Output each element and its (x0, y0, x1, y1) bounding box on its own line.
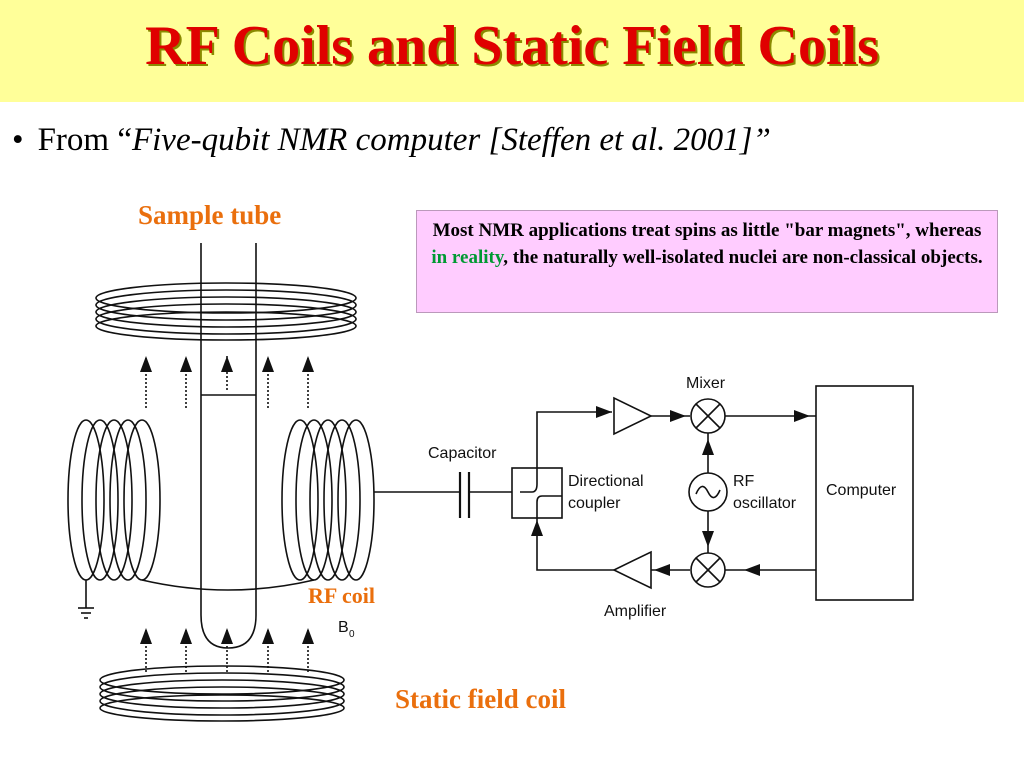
bullet-citation: • From “Five-qubit NMR computer [Steffen … (12, 122, 771, 159)
mixer-top (690, 398, 726, 434)
coupler-label: coupler (568, 495, 621, 512)
bottom-static-coil (99, 665, 345, 722)
wire-coupler-up (536, 411, 612, 468)
b0-subscript: 0 (349, 629, 355, 640)
rf-label: RF (733, 473, 755, 490)
static-field-coil-label: Static field coil (395, 684, 566, 714)
rf-oscillator (688, 472, 728, 512)
mixer-bottom (690, 552, 726, 588)
top-static-coil (95, 282, 357, 341)
computer-box (815, 385, 914, 601)
wire-amplifier-coupler (536, 518, 614, 571)
title-band (0, 0, 1024, 102)
bullet-prefix: From “ (37, 122, 132, 158)
bullet-suffix: ” (752, 122, 771, 158)
note-highlight: in reality (431, 246, 504, 268)
bullet-dot: • (12, 122, 24, 158)
oscillator-label: oscillator (733, 495, 797, 512)
ground-symbol (78, 580, 94, 619)
capacitor-label: Capacitor (428, 445, 497, 462)
directional-label: Directional (568, 473, 644, 490)
computer-label: Computer (826, 482, 897, 499)
left-rf-coil (67, 419, 161, 581)
arrowheads (140, 356, 810, 644)
right-rf-coil (281, 419, 375, 581)
coil-bottom-wire (141, 579, 315, 591)
note-box: Most NMR applications treat spins as lit… (416, 210, 998, 313)
sample-tube-label: Sample tube (138, 200, 282, 230)
lower-amplifier (612, 550, 652, 590)
capacitor-symbol (458, 472, 471, 518)
slide-title: RF Coils and Static Field Coils (145, 15, 879, 77)
bullet-citation-text: Five-qubit NMR computer [Steffen et al. … (131, 122, 753, 158)
mixer-label: Mixer (686, 375, 726, 392)
note-text-part2: , the naturally well-isolated nuclei are… (503, 246, 983, 268)
b0-label: B (338, 619, 349, 636)
amplifier-label: Amplifier (604, 603, 667, 620)
note-text-part1: Most NMR applications treat spins as lit… (432, 220, 982, 241)
upper-amplifier (613, 396, 653, 436)
rf-coil-label: RF coil (308, 583, 375, 608)
sample-tube (200, 243, 257, 649)
directional-coupler (511, 467, 563, 519)
